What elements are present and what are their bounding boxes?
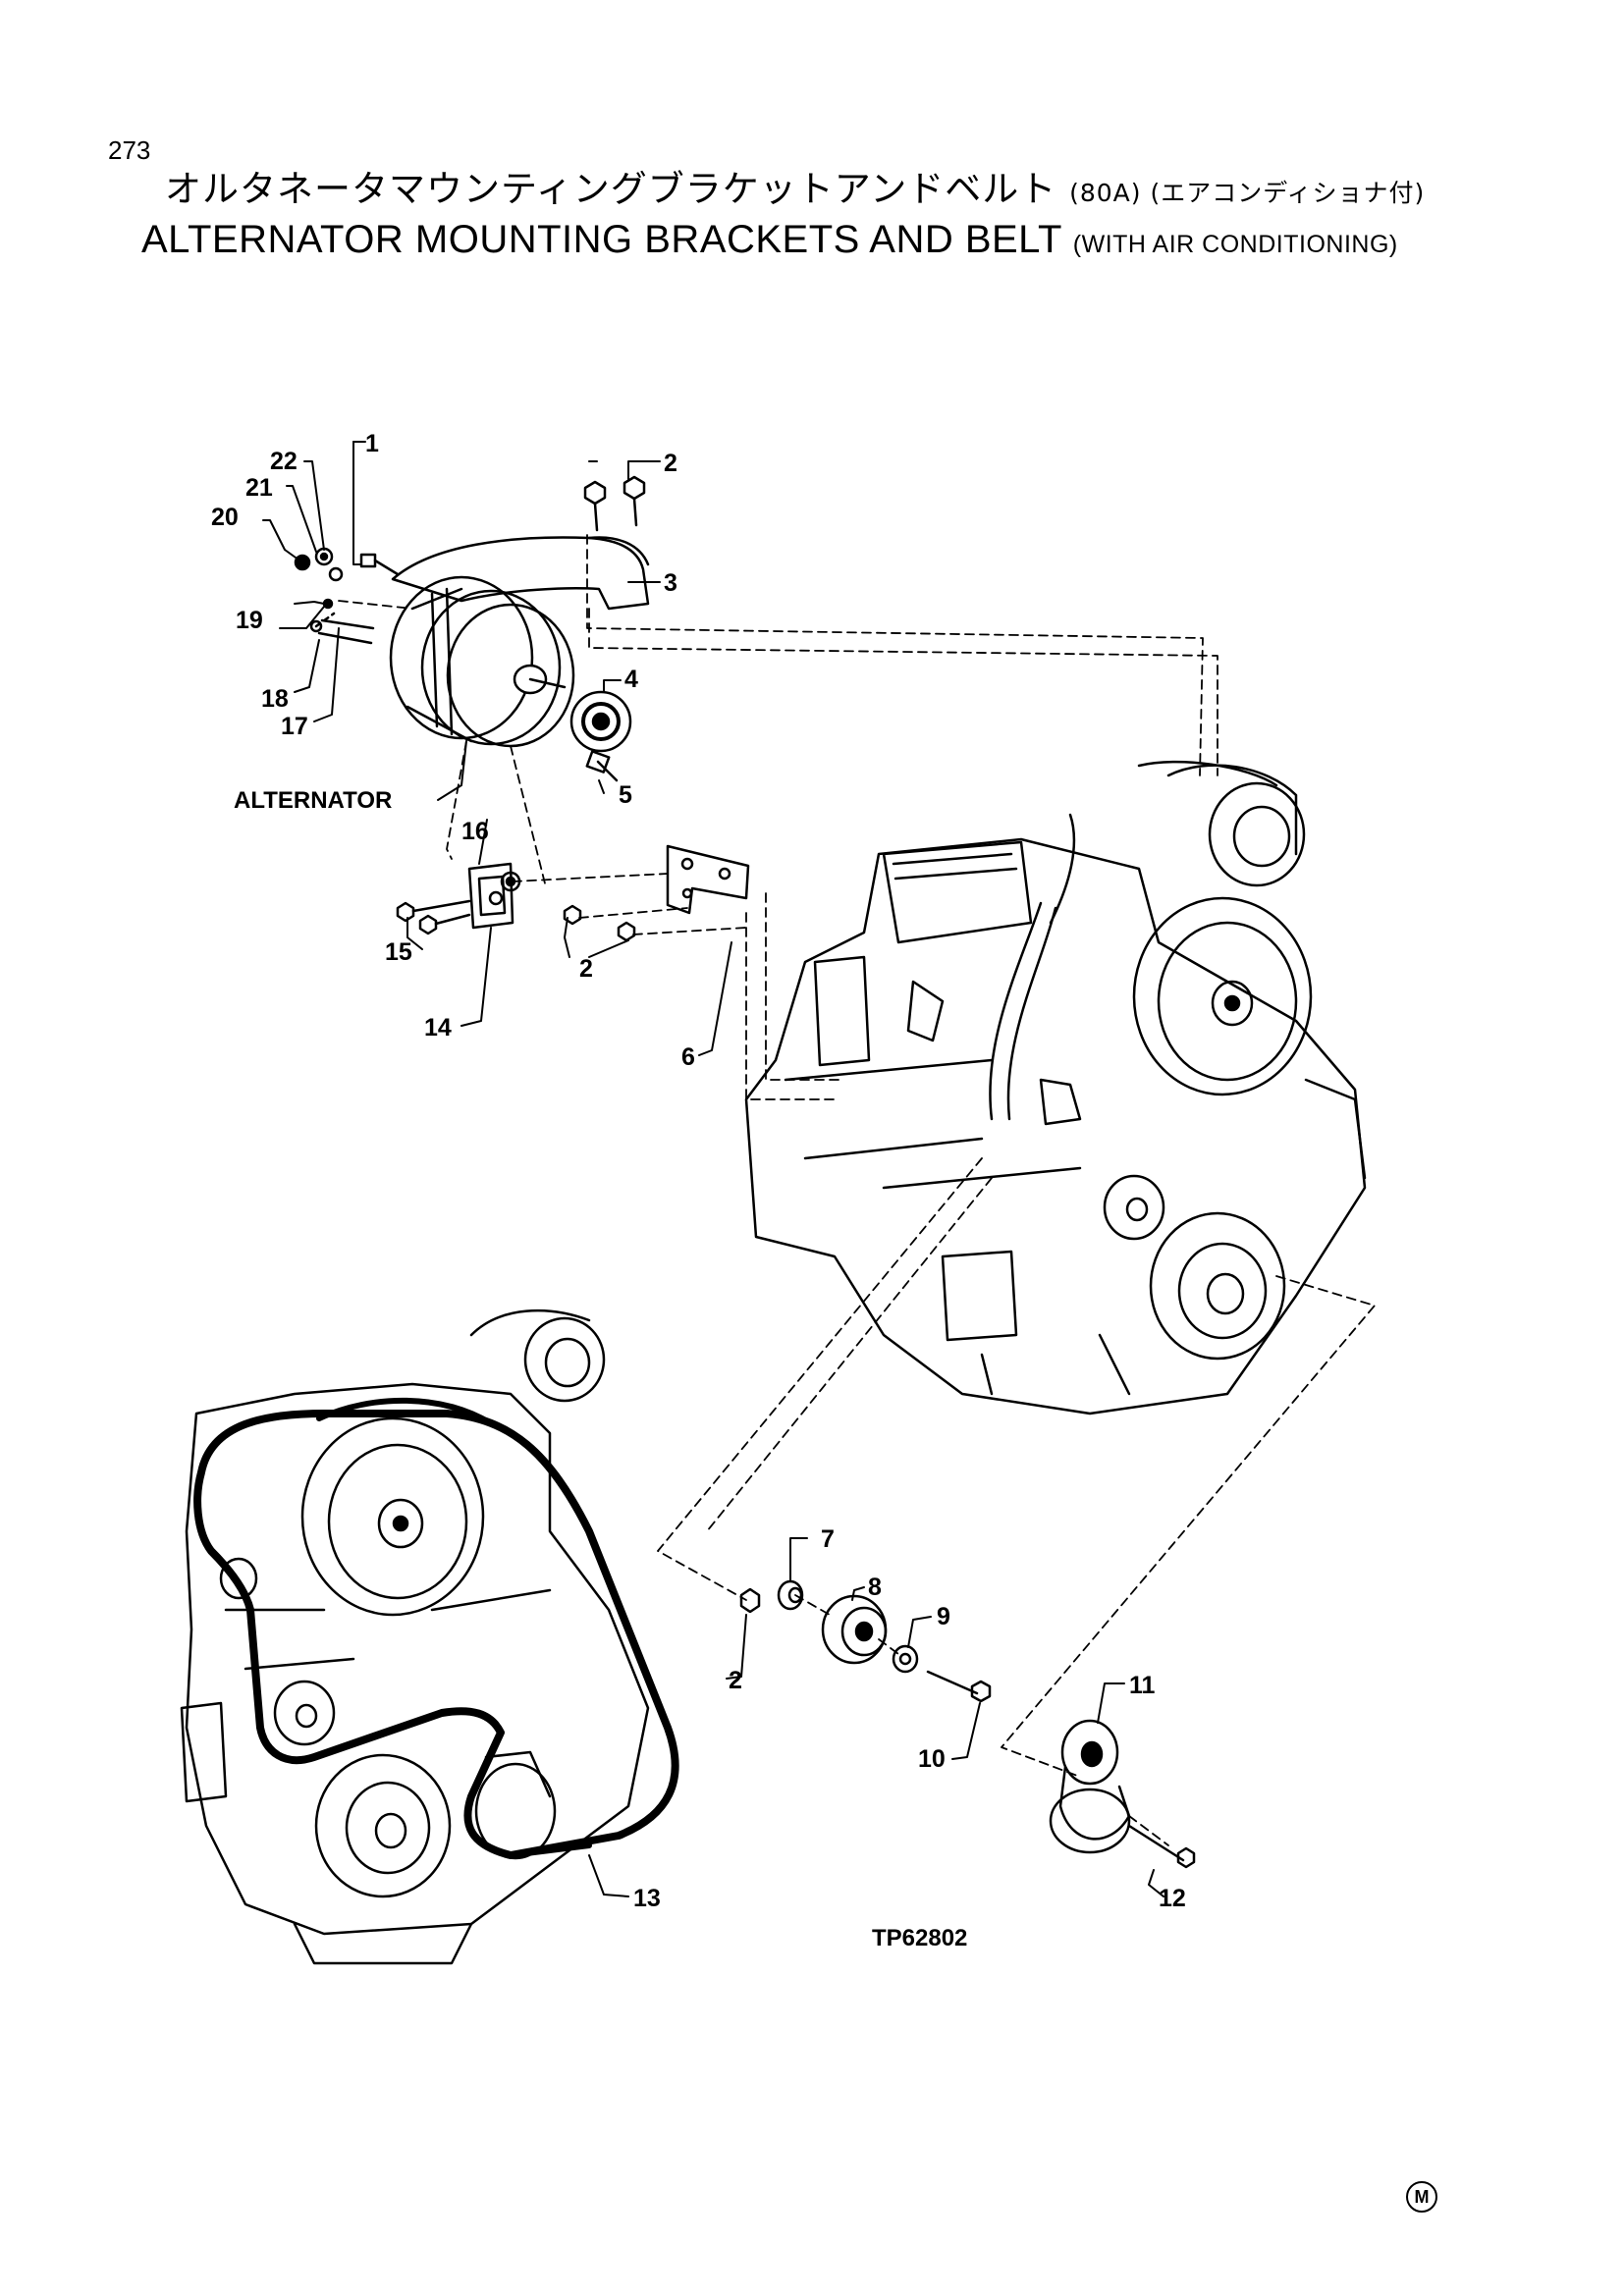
callout-2-lower: 2 <box>729 1667 742 1694</box>
callout-1: 1 <box>365 430 379 457</box>
alternator-illustration <box>294 475 650 782</box>
title-english: ALTERNATOR MOUNTING BRACKETS AND BELT (W… <box>141 218 1398 262</box>
callout-10: 10 <box>918 1745 946 1773</box>
callout-19: 19 <box>236 607 263 634</box>
callout-16: 16 <box>461 818 489 845</box>
callout-22: 22 <box>270 448 298 475</box>
alternator-label: ALTERNATOR <box>234 787 392 814</box>
callout-13: 13 <box>633 1885 661 1912</box>
callout-17: 17 <box>281 713 308 740</box>
figure-code: TP62802 <box>872 1925 967 1951</box>
callout-2-middle: 2 <box>579 955 593 983</box>
title-english-sub: (WITH AIR CONDITIONING) <box>1072 231 1398 258</box>
title-english-main: ALTERNATOR MOUNTING BRACKETS AND BELT <box>141 218 1062 261</box>
engine-illustration-belt-view <box>180 1308 679 1965</box>
callout-11: 11 <box>1129 1672 1156 1699</box>
callout-6: 6 <box>681 1043 695 1071</box>
callout-numbers: 1 2 3 4 5 16 15 2 14 6 22 21 20 19 18 17… <box>211 430 1186 1912</box>
callout-20: 20 <box>211 504 239 531</box>
callout-21: 21 <box>245 474 273 502</box>
callout-leaders <box>262 441 1164 1897</box>
callout-7: 7 <box>821 1525 835 1553</box>
tensioner-parts-illustration <box>739 1579 1196 1869</box>
callout-12: 12 <box>1159 1885 1186 1912</box>
callout-5: 5 <box>619 781 632 809</box>
title-japanese: オルタネータマウンティングブラケットアンドベルト (80A) (エアコンディショ… <box>165 159 1425 212</box>
callout-4: 4 <box>624 666 638 693</box>
callout-3: 3 <box>664 569 677 597</box>
page-number: 273 <box>108 135 151 165</box>
catalog-mark-m: M <box>1406 2181 1437 2213</box>
callout-15: 15 <box>385 938 412 966</box>
callout-14: 14 <box>424 1014 452 1041</box>
callout-8: 8 <box>868 1574 882 1601</box>
bracket-illustration <box>396 844 750 942</box>
title-japanese-main: オルタネータマウンティングブラケットアンドベルト <box>165 168 1057 210</box>
engine-illustration-main <box>744 760 1367 1415</box>
callout-9: 9 <box>937 1603 950 1630</box>
callout-18: 18 <box>261 685 289 713</box>
assembly-guide-lines <box>338 534 1376 1846</box>
title-japanese-sub: (80A) (エアコンディショナ付) <box>1069 179 1426 207</box>
callout-2-top: 2 <box>664 450 677 477</box>
